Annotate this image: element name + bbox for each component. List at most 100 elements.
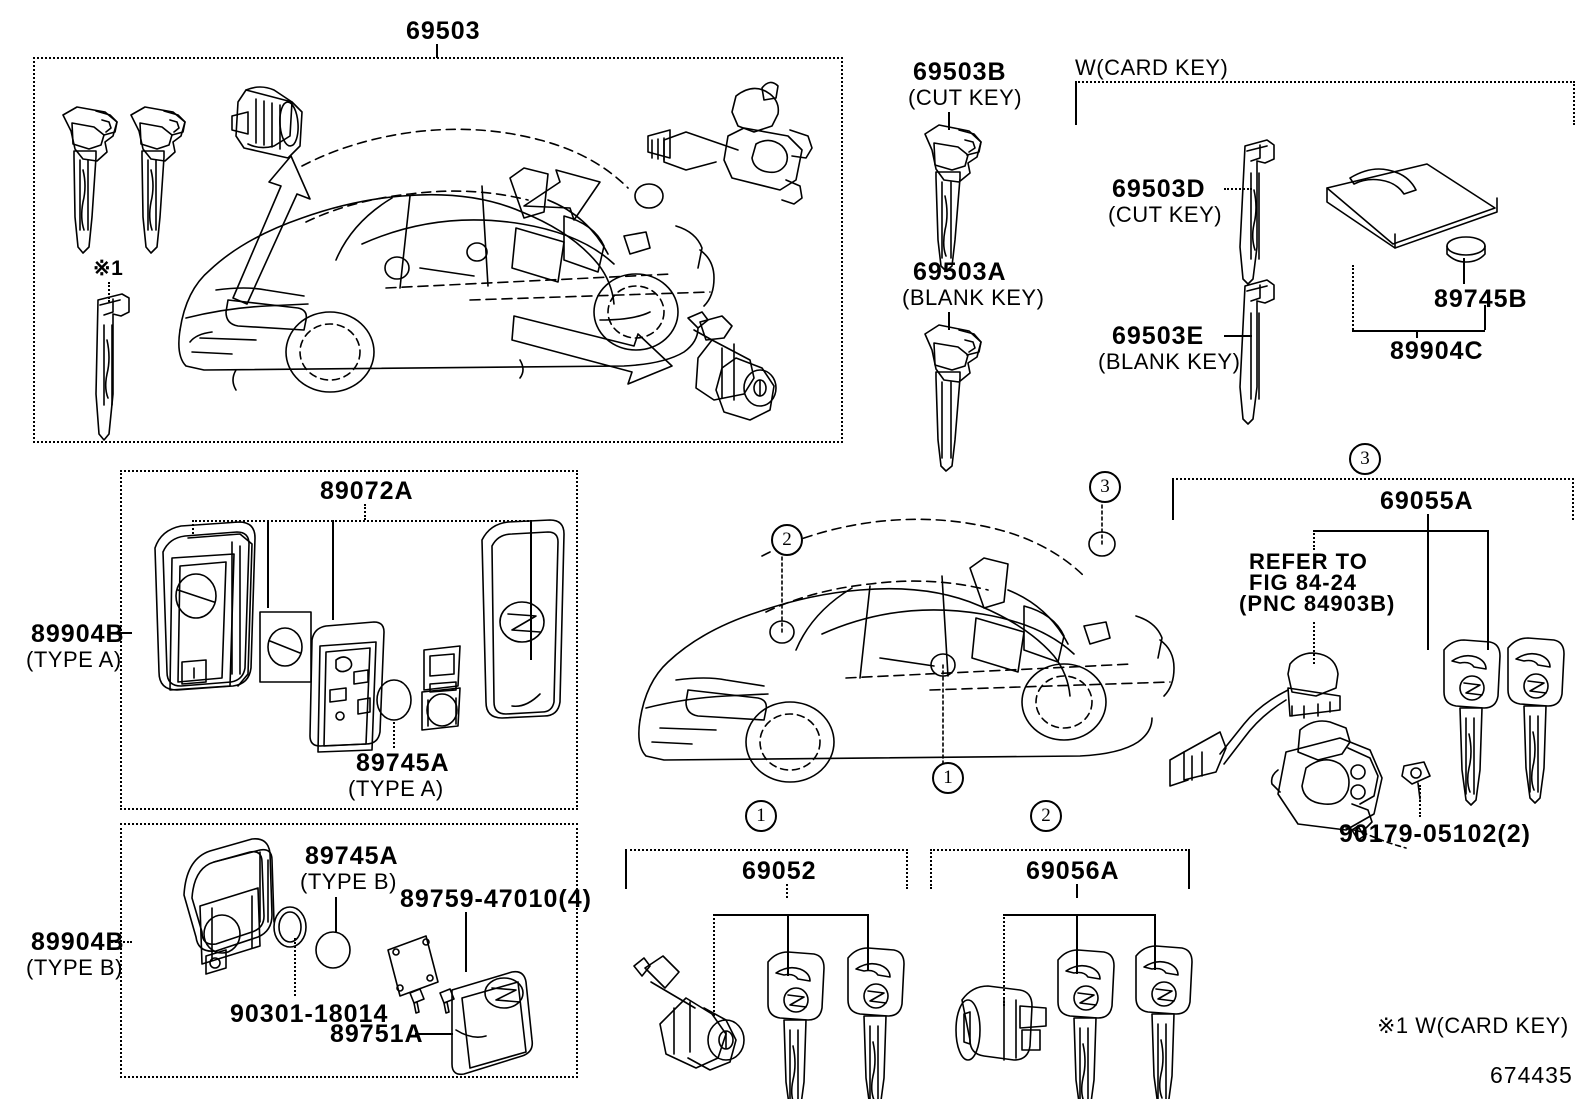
- callout-marker-2-vehicle: 2: [771, 524, 803, 556]
- label-89751A: 89751A: [330, 1020, 424, 1048]
- label-69052: 69052: [742, 857, 817, 885]
- bracket-marker-3: 3: [1349, 443, 1381, 475]
- bracket-1-right: [906, 849, 908, 889]
- label-69503B: 69503B: [913, 58, 1007, 86]
- bracket-89904C-left: [1352, 265, 1354, 330]
- bracket-69056A-sub-top: [1003, 914, 1155, 916]
- label-69503A: 69503A: [913, 258, 1007, 286]
- bracket-1-left: [625, 849, 627, 889]
- label-89904B-a-type: (TYPE A): [26, 647, 122, 672]
- bracket-2-right: [1188, 849, 1190, 889]
- bracket-card-key-top: [1075, 81, 1575, 83]
- leader-89904C: [1416, 330, 1418, 338]
- label-90301-18014: 90301-18014: [230, 1000, 389, 1028]
- panel-69503: [33, 57, 843, 443]
- label-w-card-key: W(CARD KEY): [1075, 55, 1229, 80]
- leader-69503B: [948, 112, 950, 130]
- bracket-69055A-sub-l3: [1487, 530, 1489, 650]
- leader-69503E: [1224, 335, 1252, 337]
- bracket-marker-1: 1: [745, 800, 777, 832]
- leader-89904B-a: [110, 632, 132, 634]
- bracket-69052-sub-top: [713, 914, 869, 916]
- bracket-89072A-l2: [267, 520, 269, 608]
- bracket-69055A-sub-l1: [1313, 530, 1315, 550]
- label-card-key-marker: ※1: [93, 257, 124, 280]
- leader-89072A: [364, 504, 366, 520]
- label-89745A-a: 89745A: [356, 749, 450, 777]
- label-69055A: 69055A: [1380, 487, 1474, 515]
- bracket-marker-2: 2: [1030, 800, 1062, 832]
- bracket-card-key-left: [1075, 81, 1077, 125]
- leader-69052: [786, 884, 788, 898]
- bracket-3-right: [1572, 478, 1574, 520]
- label-69056A: 69056A: [1026, 857, 1120, 885]
- figure-number: 674435: [1490, 1062, 1573, 1088]
- label-refer-line1: REFER TO: [1249, 549, 1368, 574]
- label-69503B-type: (CUT KEY): [908, 85, 1023, 110]
- panel-89904B-type-a: [120, 470, 578, 810]
- label-69503D: 69503D: [1112, 175, 1206, 203]
- label-89745A-b-type: (TYPE B): [300, 869, 397, 894]
- bracket-69056A-sub-l1: [1003, 914, 1005, 1006]
- bracket-69056A-sub-l3: [1154, 914, 1156, 970]
- leader-69056A: [1076, 884, 1078, 898]
- leader-refer-to: [1313, 622, 1315, 664]
- label-69503A-type: (BLANK KEY): [902, 285, 1045, 310]
- label-69503E-type: (BLANK KEY): [1098, 349, 1241, 374]
- bracket-89904C-right: [1484, 305, 1486, 330]
- label-69503E: 69503E: [1112, 322, 1205, 350]
- label-89745A-a-type: (TYPE A): [348, 776, 444, 801]
- bracket-69052-sub-l2: [787, 914, 789, 976]
- bracket-2-top: [930, 849, 1190, 851]
- label-89759-47010: 89759-47010(4): [400, 885, 592, 913]
- callout-marker-3-vehicle: 3: [1089, 471, 1121, 503]
- label-refer-line3: (PNC 84903B): [1239, 591, 1396, 616]
- leader-69503A: [948, 312, 950, 330]
- leader-89745A-a: [393, 722, 395, 748]
- leader-69503: [436, 44, 438, 58]
- footnote-card-key: ※1 W(CARD KEY): [1377, 1013, 1569, 1038]
- bracket-89072A-l4: [530, 520, 532, 660]
- label-refer-line2: FIG 84-24: [1249, 570, 1358, 595]
- leader-69503D: [1224, 188, 1252, 190]
- label-89904B-b-type: (TYPE B): [26, 955, 123, 980]
- bracket-card-key-right: [1573, 81, 1575, 125]
- leader-90179-05102: [1419, 785, 1421, 817]
- leader-69055A: [1427, 514, 1429, 530]
- label-89904C: 89904C: [1390, 337, 1484, 365]
- leader-89759-47010: [465, 912, 467, 972]
- bracket-69052-sub-l1: [713, 914, 715, 1016]
- label-69503D-type: (CUT KEY): [1108, 202, 1223, 227]
- bracket-69056A-sub-l2: [1076, 914, 1078, 974]
- bracket-89072A-l1: [192, 520, 194, 534]
- label-89745B: 89745B: [1434, 285, 1528, 313]
- leader-89751A: [415, 1033, 453, 1035]
- bracket-69055A-sub-l2: [1427, 530, 1429, 650]
- bracket-3-left: [1172, 478, 1174, 520]
- bracket-2-left: [930, 849, 932, 889]
- label-69503: 69503: [406, 17, 481, 45]
- leader-90301-18014: [294, 938, 296, 996]
- label-89904B-a: 89904B: [31, 620, 125, 648]
- bracket-3-top: [1172, 478, 1574, 480]
- leader-89904B-b: [108, 941, 132, 943]
- bracket-1-top: [625, 849, 908, 851]
- leader-89745A-b: [335, 897, 337, 933]
- bracket-89072A-l3: [332, 520, 334, 620]
- leader-89745B: [1463, 258, 1465, 284]
- leader-card-key-marker: [108, 282, 110, 302]
- label-89072A: 89072A: [320, 477, 414, 505]
- callout-marker-1-vehicle: 1: [932, 762, 964, 794]
- label-89745A-b: 89745A: [305, 842, 399, 870]
- label-90179-05102: 90179-05102(2): [1339, 820, 1531, 848]
- bracket-69055A-sub-top: [1313, 530, 1489, 532]
